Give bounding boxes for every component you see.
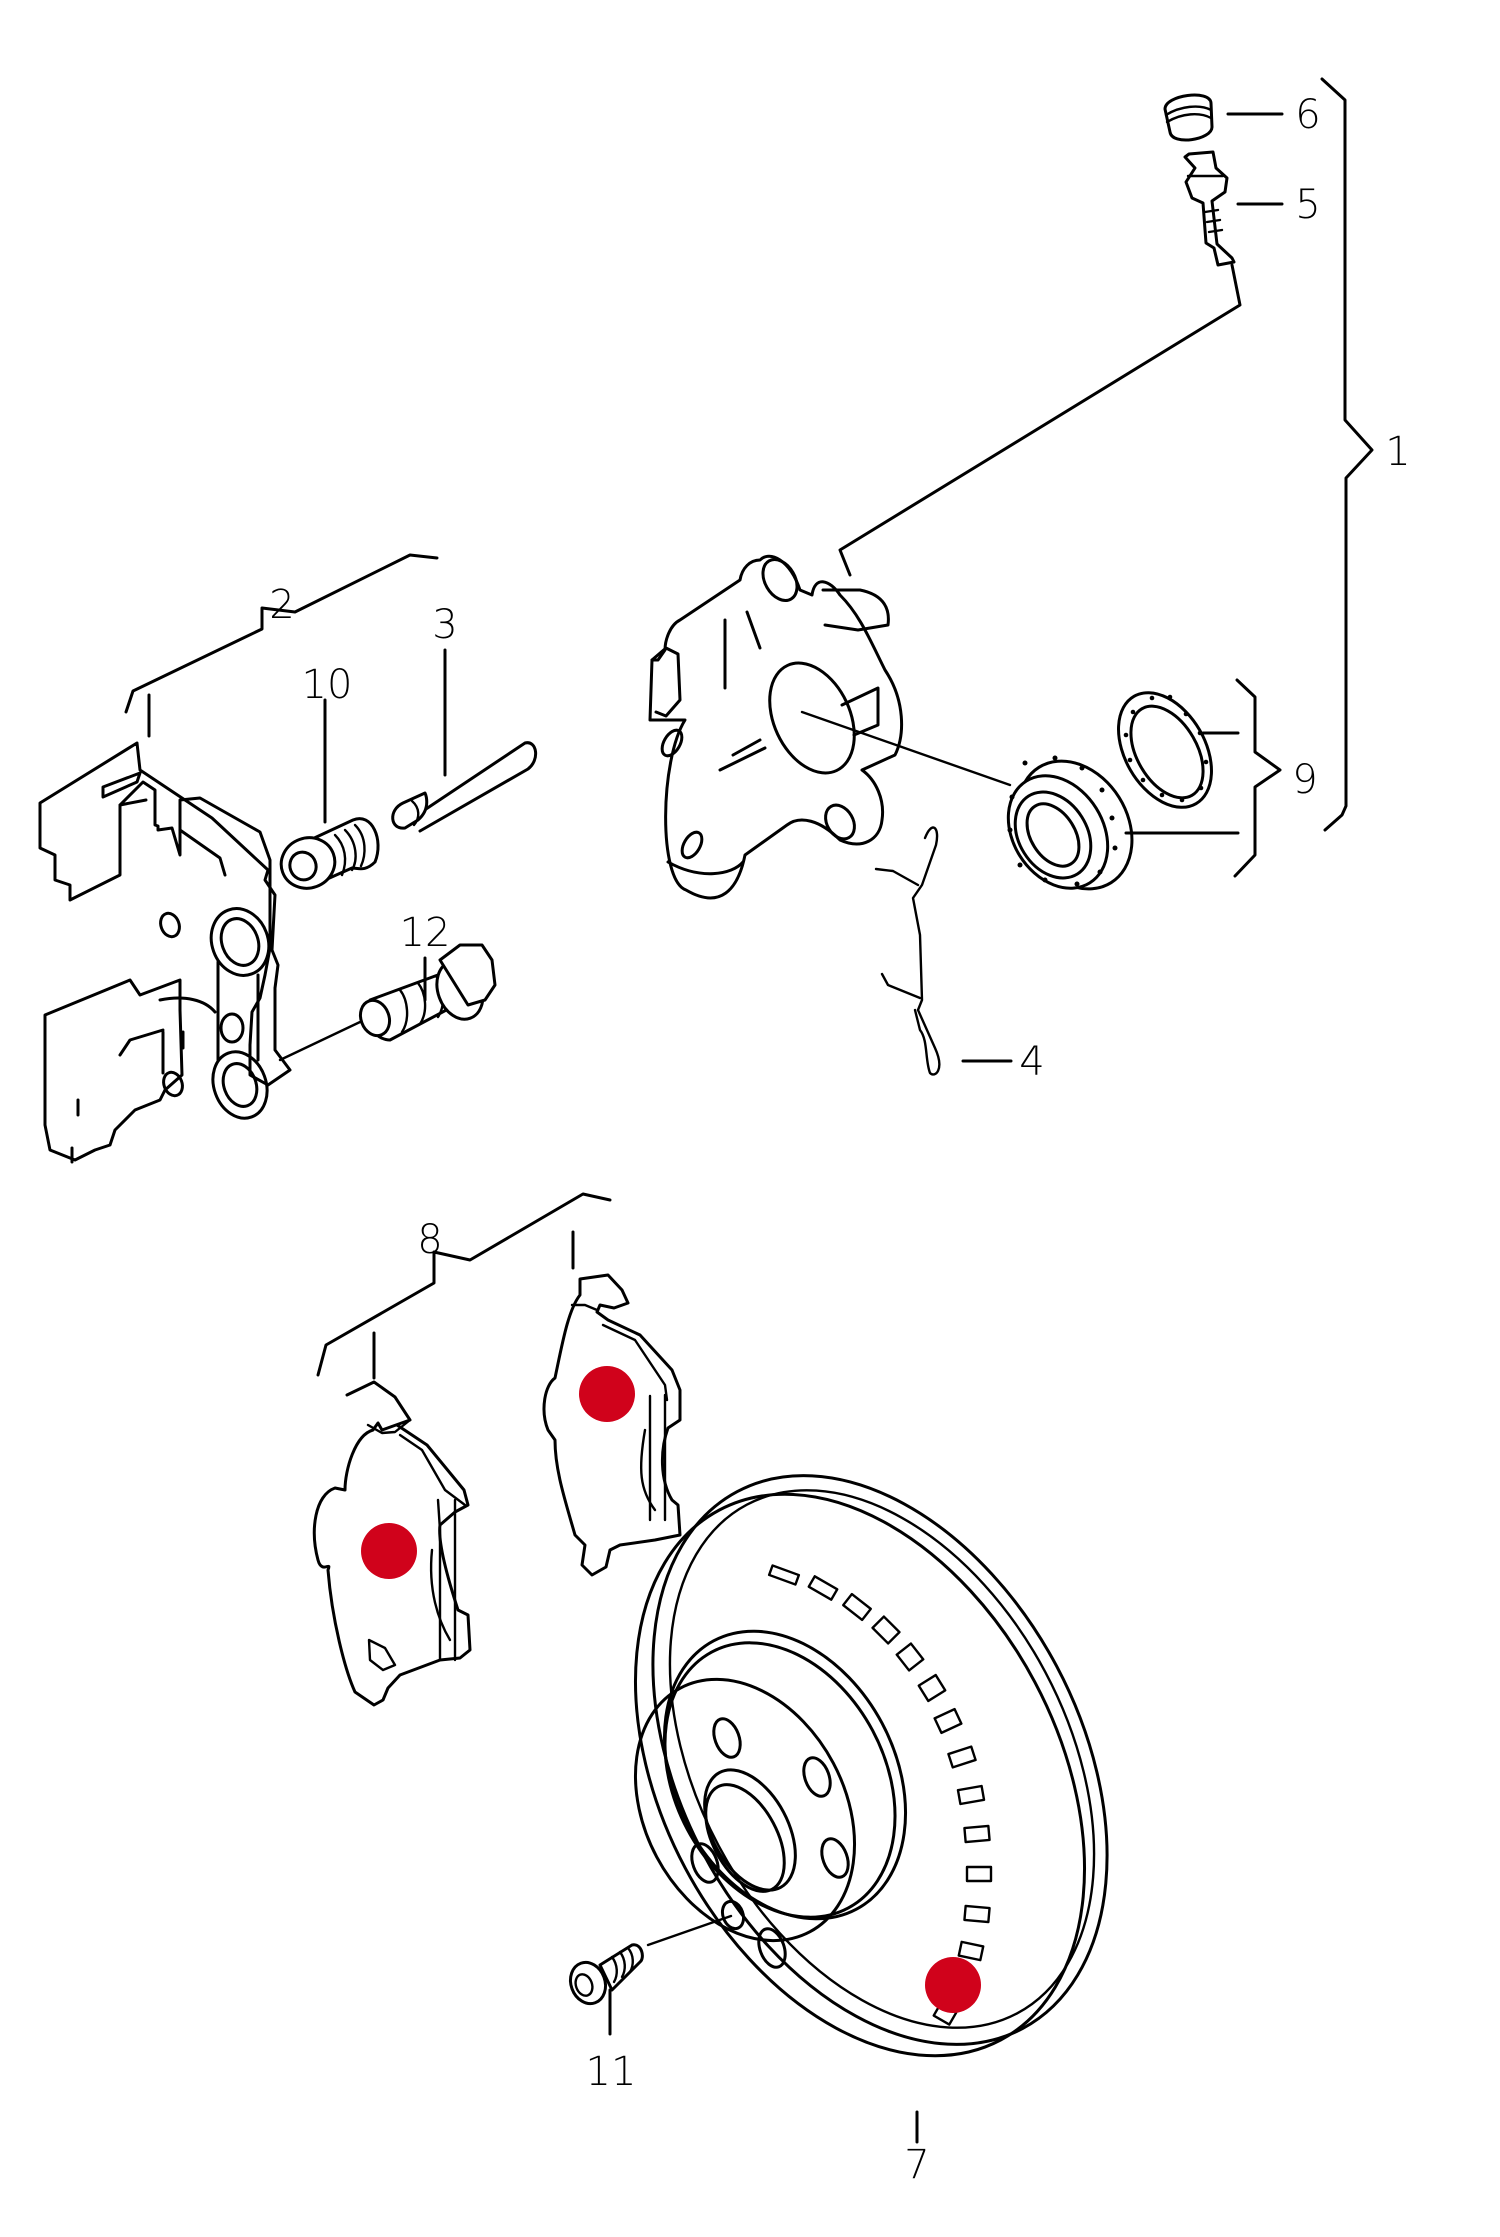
- callout-label-11[interactable]: 11: [585, 2049, 637, 2095]
- part-10-guide-bushing[interactable]: [274, 698, 380, 896]
- brake-pad-inner[interactable]: [542, 1230, 682, 1577]
- part-9-piston[interactable]: [988, 740, 1240, 910]
- group-bracket-8: [316, 1192, 612, 1377]
- part-6-dust-cap[interactable]: [1163, 93, 1284, 142]
- caliper-housing[interactable]: [648, 553, 1012, 900]
- callout-label-5[interactable]: 5: [1295, 182, 1321, 228]
- part-12-hex-bolt[interactable]: [278, 943, 497, 1062]
- caliper-carrier[interactable]: [38, 741, 292, 1164]
- part-4-spring-clip[interactable]: [874, 826, 1013, 1076]
- hotspot-brake-pad-inner[interactable]: [579, 1366, 635, 1422]
- brake-pad-outer[interactable]: [312, 1331, 472, 1707]
- part-9-seal-ring[interactable]: [1099, 676, 1240, 823]
- part-3-guide-pin[interactable]: [391, 648, 537, 833]
- callout-label-1[interactable]: 1: [1385, 429, 1411, 475]
- callout-label-6[interactable]: 6: [1295, 92, 1321, 138]
- hotspot-brake-disc[interactable]: [925, 1957, 981, 2013]
- group-bracket-9: [1233, 678, 1282, 878]
- hotspot-brake-pad-outer[interactable]: [361, 1523, 417, 1579]
- part-5-bleeder-valve[interactable]: [838, 150, 1284, 577]
- callout-label-3[interactable]: 3: [432, 602, 458, 648]
- part-11-disc-screw[interactable]: [565, 1914, 733, 2036]
- callout-label-10[interactable]: 10: [301, 662, 353, 708]
- group-bracket-1: [1320, 77, 1374, 832]
- callout-label-7[interactable]: 7: [904, 2142, 930, 2188]
- group-bracket-2: [124, 553, 439, 738]
- part-7-brake-disc[interactable]: [544, 1398, 1199, 2144]
- callout-label-9[interactable]: 9: [1292, 757, 1318, 803]
- callout-label-8[interactable]: 8: [417, 1217, 443, 1263]
- callout-label-4[interactable]: 4: [1019, 1039, 1045, 1085]
- callout-label-2[interactable]: 2: [269, 582, 295, 628]
- callout-label-12[interactable]: 12: [399, 910, 451, 956]
